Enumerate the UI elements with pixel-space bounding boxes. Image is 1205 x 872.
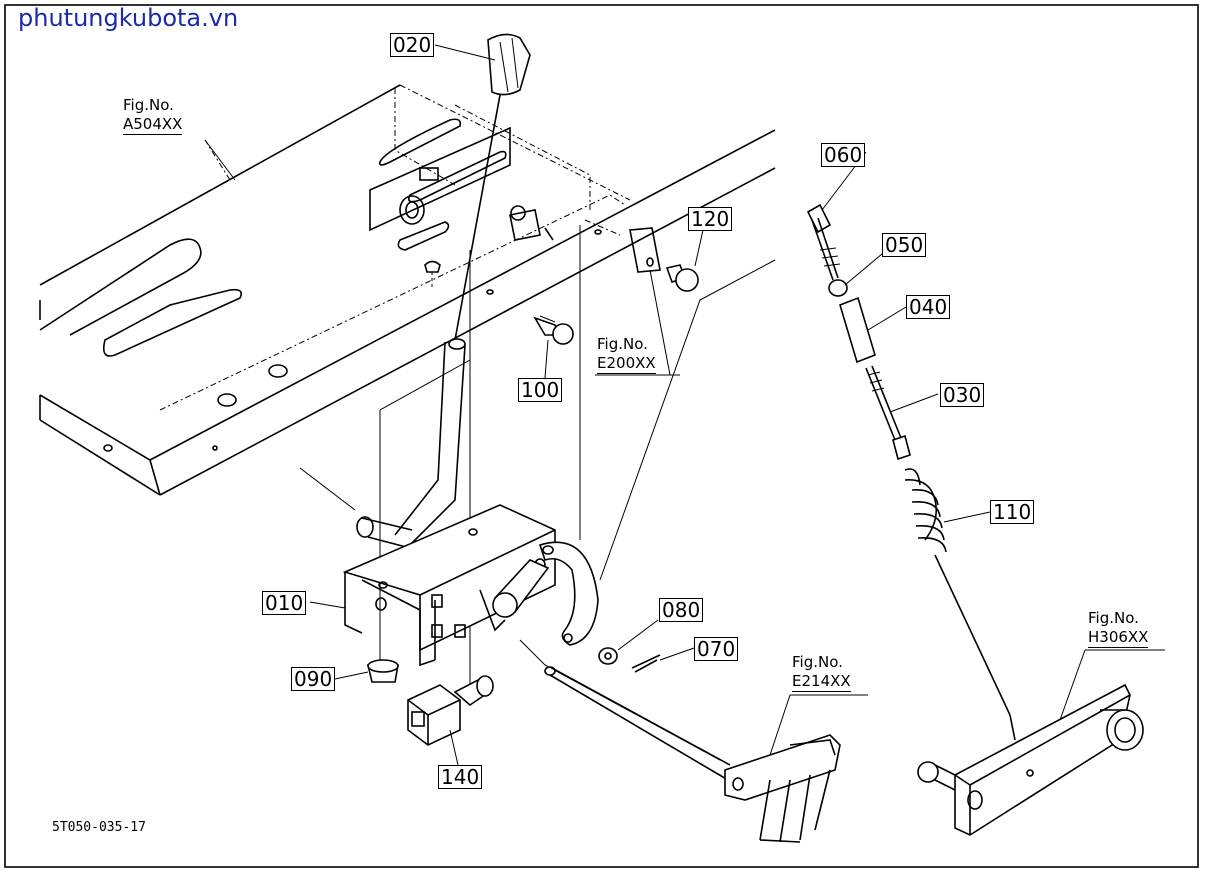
lever-knob	[487, 33, 531, 96]
callout-050[interactable]: 050	[882, 233, 927, 257]
clip-e200	[629, 227, 661, 273]
callout-030[interactable]: 030	[940, 383, 985, 407]
figref-e214[interactable]: Fig.No. E214XX	[792, 653, 851, 692]
site-watermark: phutungkubota.vn	[18, 4, 239, 32]
drawing-code: 5T050-035-17	[52, 820, 146, 835]
h306-bracket	[917, 683, 1144, 836]
callout-110[interactable]: 110	[990, 500, 1035, 524]
figref-a504-code: A504XX	[123, 115, 183, 135]
leader-lines	[204, 44, 1165, 766]
figref-e214-code: E214XX	[792, 672, 851, 692]
chassis-frame	[39, 84, 776, 496]
nut-090	[366, 659, 399, 683]
rivet	[424, 260, 441, 290]
callout-010[interactable]: 010	[262, 591, 307, 615]
figref-h306-label: Fig.No.	[1088, 609, 1139, 627]
callout-060[interactable]: 060	[821, 143, 866, 167]
linkage-rod	[806, 203, 1016, 741]
switch-140	[407, 675, 494, 746]
drawing-frame	[4, 4, 1199, 868]
phantom-outline	[159, 84, 631, 411]
lever-bracket	[342, 504, 556, 667]
figref-e200-code: E200XX	[597, 354, 656, 374]
callout-080[interactable]: 080	[659, 598, 704, 622]
cam-plate	[492, 541, 599, 646]
figref-e200-label: Fig.No.	[597, 335, 648, 353]
upper-bracket	[369, 118, 554, 251]
figref-e200[interactable]: Fig.No. E200XX	[597, 335, 656, 374]
callout-120[interactable]: 120	[688, 207, 733, 231]
callout-070[interactable]: 070	[694, 637, 739, 661]
lever-rod	[356, 94, 501, 549]
figref-h306-code: H306XX	[1088, 628, 1149, 648]
figref-e214-label: Fig.No.	[792, 653, 843, 671]
figref-h306[interactable]: Fig.No. H306XX	[1088, 609, 1149, 648]
figref-a504-label: Fig.No.	[123, 96, 174, 114]
washer-pin	[598, 647, 661, 673]
callout-100[interactable]: 100	[518, 378, 563, 402]
callout-020[interactable]: 020	[390, 33, 435, 57]
shaft-arm	[544, 666, 841, 843]
callout-090[interactable]: 090	[291, 667, 336, 691]
callout-040[interactable]: 040	[906, 295, 951, 319]
callout-140[interactable]: 140	[438, 765, 483, 789]
bolt-100	[533, 315, 574, 345]
bolt-120	[665, 264, 699, 292]
figref-a504[interactable]: Fig.No. A504XX	[123, 96, 183, 135]
